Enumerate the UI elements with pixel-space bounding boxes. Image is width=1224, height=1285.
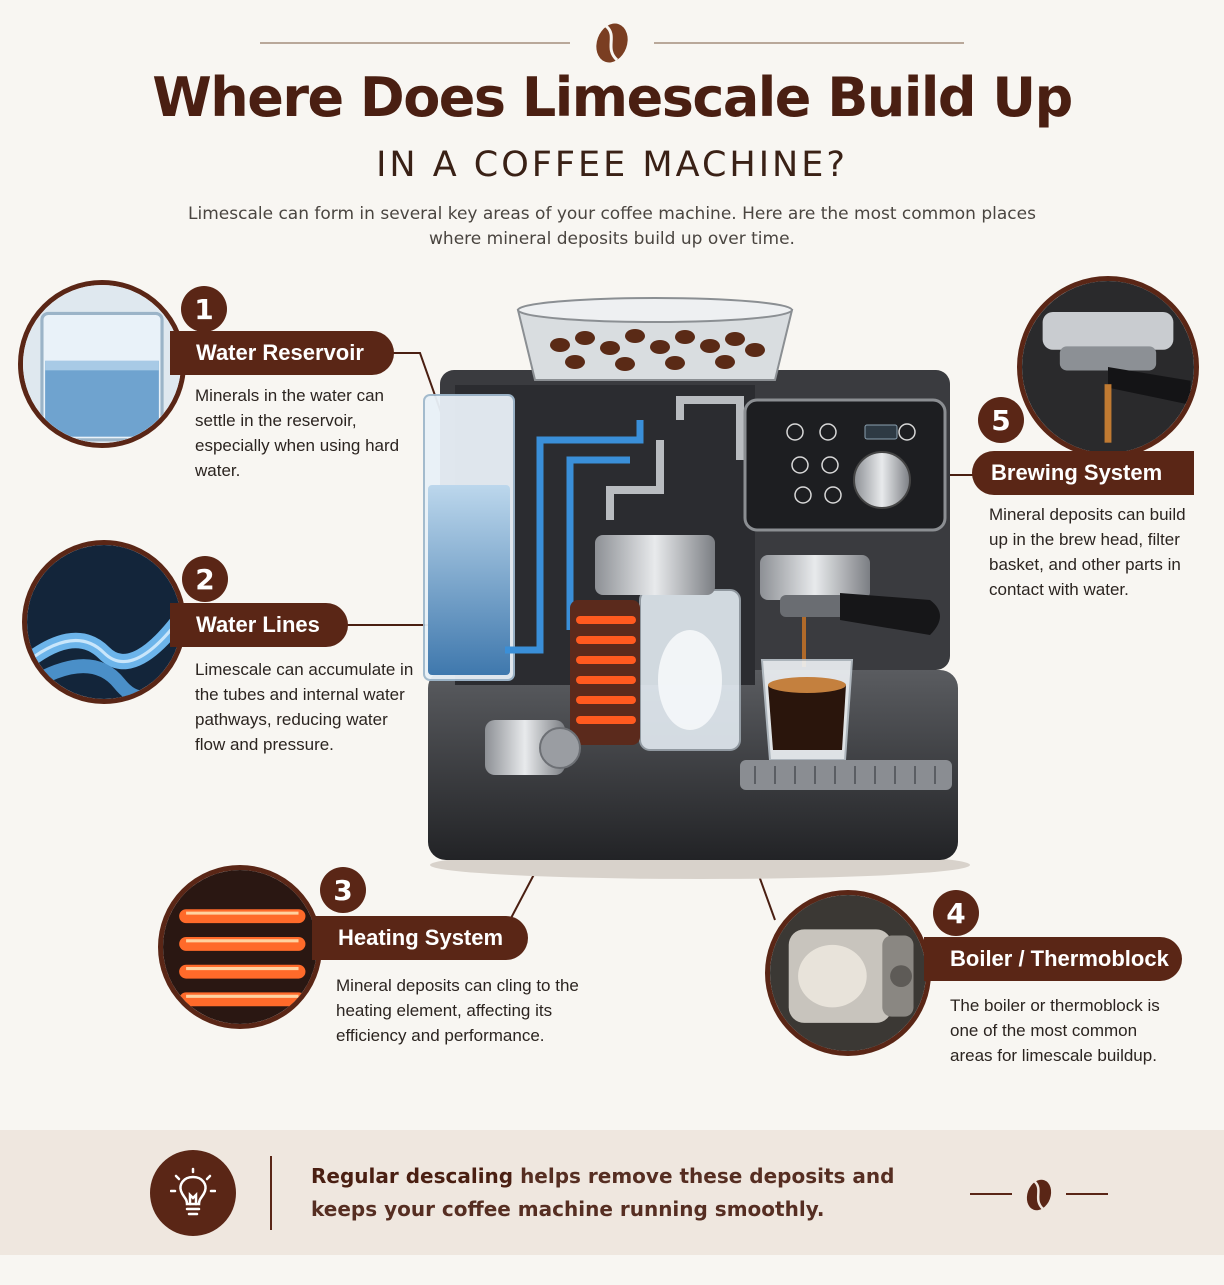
water-tubes-photo bbox=[22, 540, 186, 704]
footer-rule-right bbox=[1066, 1193, 1108, 1195]
coffee-bean-icon bbox=[1026, 1179, 1052, 1211]
intro-text: Limescale can form in several key areas … bbox=[188, 204, 1036, 249]
brew-head-photo bbox=[1017, 276, 1199, 458]
footer-tip: Regular descaling helps remove these dep… bbox=[311, 1160, 951, 1226]
lightbulb-icon bbox=[150, 1150, 236, 1236]
footer-tip-rest: helps remove these deposits and keeps yo… bbox=[311, 1164, 895, 1221]
coffee-machine-illustration bbox=[423, 297, 970, 879]
callout-desc-5: Mineral deposits can build up in the bre… bbox=[989, 505, 1186, 599]
header-rule-right bbox=[654, 42, 964, 44]
footer-tip-bold: Regular descaling bbox=[311, 1164, 514, 1188]
callout-number-1: 1 bbox=[181, 286, 227, 332]
callout-number-4: 4 bbox=[933, 890, 979, 936]
page-title: Where Does Limescale Build Up bbox=[152, 66, 1073, 129]
callout-title-4: Boiler / Thermoblock bbox=[924, 937, 1182, 981]
footer-divider bbox=[270, 1156, 272, 1230]
heating-coil-photo bbox=[158, 865, 322, 1029]
callout-title-2: Water Lines bbox=[170, 603, 348, 647]
boiler-photo bbox=[765, 890, 931, 1056]
page-subtitle: IN A COFFEE MACHINE? bbox=[376, 145, 848, 185]
callout-desc-3: Mineral deposits can cling to the heatin… bbox=[336, 976, 579, 1045]
callout-number-2: 2 bbox=[182, 556, 228, 602]
callout-number-5: 5 bbox=[978, 397, 1024, 443]
water-reservoir-photo bbox=[18, 280, 186, 448]
header-rule-left bbox=[260, 42, 570, 44]
callout-title-3: Heating System bbox=[312, 916, 528, 960]
callout-title-1: Water Reservoir bbox=[170, 331, 394, 375]
callout-title-5: Brewing System bbox=[972, 451, 1194, 495]
callout-desc-1: Minerals in the water can settle in the … bbox=[195, 386, 400, 480]
callout-desc-2: Limescale can accumulate in the tubes an… bbox=[195, 660, 414, 754]
callout-number-3: 3 bbox=[320, 867, 366, 913]
footer-rule-left bbox=[970, 1193, 1012, 1195]
coffee-bean-icon bbox=[596, 23, 628, 63]
callout-desc-4: The boiler or thermoblock is one of the … bbox=[950, 996, 1160, 1065]
